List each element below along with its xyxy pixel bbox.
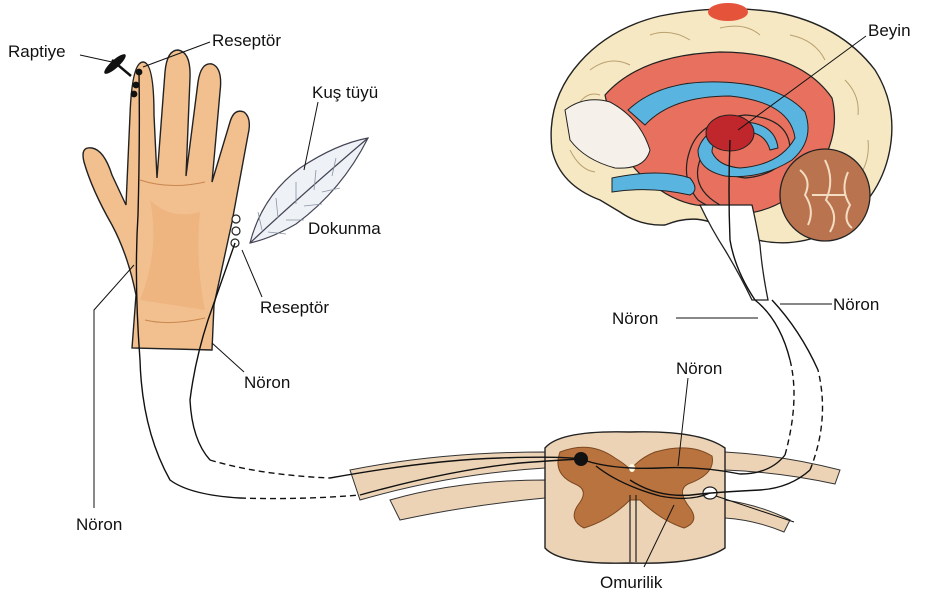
ascending-neuron-2-dashed: [809, 369, 824, 471]
label-noron-brain-left: Nöron: [612, 309, 658, 328]
receptor-dot: [132, 81, 140, 89]
neuron-pathways: [135, 71, 824, 500]
median-fissure: [629, 495, 637, 562]
synapse-leader: [715, 495, 795, 523]
local-circuit: [595, 465, 711, 500]
palm-shading: [140, 200, 205, 310]
right-nerve-roots: [724, 451, 841, 485]
ascending-neuron-2: [629, 469, 811, 497]
fingertip-neuron: [135, 71, 241, 499]
cerebellum-pattern: [799, 159, 853, 233]
brain-illustration: [550, 3, 893, 301]
pin-icon: [104, 54, 132, 77]
label-raptiye: Raptiye: [8, 42, 66, 61]
ascending-neuron-1-dashed: [784, 359, 795, 456]
fingertip-neuron-dashed: [239, 494, 361, 500]
hand-neuron: [189, 242, 236, 461]
receptor-circle: [231, 214, 241, 224]
reseptor-top-leader: [142, 41, 211, 68]
hand-neuron-dashed: [209, 459, 331, 479]
spinal-cord-illustration: [349, 431, 841, 564]
hand-illustration: [82, 49, 251, 351]
raptiye-leader: [79, 54, 113, 63]
palm-crease: [139, 179, 206, 187]
receptor-circle: [231, 226, 241, 236]
brainstem: [698, 204, 769, 301]
label-reseptor-top: Reseptör: [212, 31, 281, 50]
lower-ventricle: [611, 172, 696, 196]
label-noron-brain-right: Nöron: [833, 295, 879, 314]
label-noron-spinal: Nöron: [676, 359, 722, 378]
beyin-leader: [737, 35, 867, 131]
ascending-neuron-1: [580, 454, 786, 475]
text-labels: Raptiye Reseptör Kuş tüyü Dokunma Resept…: [8, 21, 911, 592]
gyri-lines: [569, 25, 869, 176]
top-red-spot: [708, 3, 748, 21]
feather-icon: [249, 137, 370, 244]
hand: [82, 49, 251, 351]
label-reseptor-hand: Reseptör: [260, 298, 329, 317]
fingertip-neuron-root: [359, 458, 582, 496]
label-noron-hand: Nöron: [244, 373, 290, 392]
wrist-crease: [144, 317, 206, 324]
hand-neuron-root: [329, 456, 582, 479]
leader-lines: [79, 35, 867, 568]
omurilik-leader: [643, 504, 675, 568]
noron-spinal-leader: [677, 377, 689, 467]
hand-side-receptors: [230, 214, 241, 248]
noron-hand-leader: [211, 342, 245, 373]
kus-tuyu-leader: [303, 101, 319, 171]
label-kus-tuyu: Kuş tüyü: [312, 83, 378, 102]
label-dokunma: Dokunma: [308, 219, 381, 238]
label-noron-left: Nöron: [76, 515, 122, 534]
frontal-lobe: [564, 99, 651, 169]
right-lower-root: [724, 499, 791, 533]
receptor-dot: [130, 90, 138, 98]
ascending-neuron-2-upper: [771, 299, 819, 371]
ascending-neuron-1-upper: [728, 139, 791, 361]
noron-left-leader: [93, 264, 135, 508]
label-beyin: Beyin: [868, 21, 911, 40]
label-omurilik: Omurilik: [600, 573, 663, 592]
reseptor-hand-leader: [241, 249, 263, 298]
